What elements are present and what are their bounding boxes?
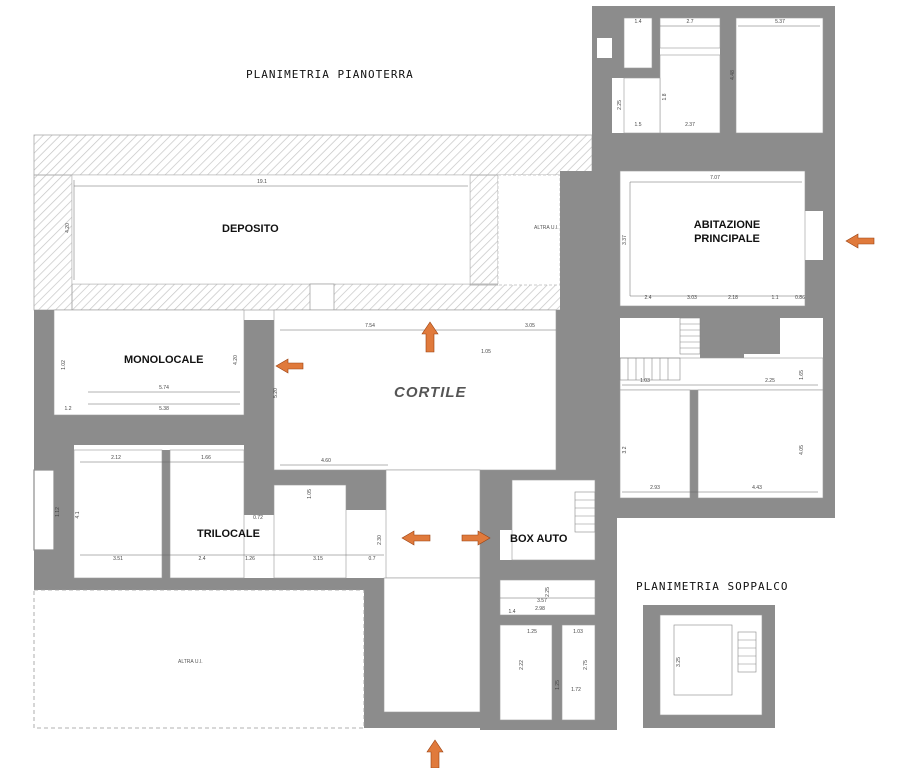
dim-label: 2.98 bbox=[535, 606, 545, 612]
dim-label: 5.38 bbox=[159, 406, 169, 412]
room-label-monolocale: MONOLOCALE bbox=[124, 354, 204, 366]
room-label-abitazione: ABITAZIONE PRINCIPALE bbox=[682, 218, 772, 246]
dim-label: 4.60 bbox=[321, 458, 331, 464]
room-label-cortile: CORTILE bbox=[394, 384, 467, 401]
dim-label: 3.03 bbox=[687, 295, 697, 301]
dim-label: 19.1 bbox=[257, 179, 267, 185]
rooms-fill bbox=[53, 17, 824, 721]
dim-label: 0.86 bbox=[795, 295, 805, 301]
room-label-trilocale: TRILOCALE bbox=[197, 528, 260, 540]
dim-label: 4.43 bbox=[752, 485, 762, 491]
soppalco-plan bbox=[643, 605, 775, 728]
entry-arrows bbox=[275, 233, 875, 768]
room-label-deposito: DEPOSITO bbox=[222, 223, 279, 235]
abitazione-line-2: PRINCIPALE bbox=[694, 233, 760, 245]
deposito-hatched-wall bbox=[33, 134, 593, 327]
dim-label: 0.7 bbox=[368, 556, 376, 562]
dim-label: 1.5 bbox=[634, 122, 642, 128]
dim-label: 4.05 bbox=[799, 445, 805, 455]
dim-label: 1.26 bbox=[245, 556, 255, 562]
dim-label: 2.30 bbox=[377, 535, 383, 545]
dim-label: 1.4 bbox=[508, 609, 516, 615]
dim-label: 3.05 bbox=[525, 323, 535, 329]
arrow-up-cortile bbox=[421, 321, 439, 353]
dim-label: 5.20 bbox=[273, 388, 279, 398]
dim-label: 2.12 bbox=[111, 455, 121, 461]
dim-label: 1.02 bbox=[61, 360, 67, 370]
dim-label: 2.25 bbox=[765, 378, 775, 384]
dim-label: 2.4 bbox=[644, 295, 652, 301]
dim-label: 1.25 bbox=[527, 629, 537, 635]
dim-label: 1.66 bbox=[201, 455, 211, 461]
dim-label: 4.1 bbox=[75, 511, 81, 519]
dim-label: 3.57 bbox=[537, 598, 547, 604]
stairs bbox=[574, 317, 701, 533]
dim-label: 1.05 bbox=[481, 349, 491, 355]
dim-label: 2.25 bbox=[617, 100, 623, 110]
room-label-altra-ui-bottom: ALTRA U.I. bbox=[178, 659, 203, 665]
dim-label: 2.75 bbox=[583, 660, 589, 670]
dim-label: 1.25 bbox=[555, 680, 561, 690]
dim-label: 0.72 bbox=[253, 515, 263, 521]
dim-label: 7.54 bbox=[365, 323, 375, 329]
dim-label: 2.25 bbox=[545, 587, 551, 597]
dim-label: 2.4 bbox=[198, 556, 206, 562]
dim-label: 2.7 bbox=[686, 19, 694, 25]
room-label-altra-ui: ALTRA U.I. bbox=[534, 225, 559, 231]
dimension-lines bbox=[73, 25, 820, 599]
dim-label: 2.37 bbox=[685, 122, 695, 128]
dim-label: 4.20 bbox=[65, 223, 71, 233]
dim-label: 1.05 bbox=[307, 489, 313, 499]
dim-label: 1.1 bbox=[771, 295, 779, 301]
dim-label: 3.2 bbox=[622, 446, 628, 454]
dim-label: 7.07 bbox=[710, 175, 720, 181]
dim-label: 3.15 bbox=[313, 556, 323, 562]
arrow-left-monolocale bbox=[275, 358, 304, 374]
dim-label: 1.8 bbox=[662, 93, 668, 101]
dim-label: 5.74 bbox=[159, 385, 169, 391]
arrow-up-entrance bbox=[426, 739, 444, 768]
dim-label: 1.65 bbox=[799, 370, 805, 380]
altra-ui-area bbox=[33, 589, 365, 729]
dim-label: 1.03 bbox=[640, 378, 650, 384]
mezzanine-title: PLANIMETRIA SOPPALCO bbox=[636, 580, 789, 593]
arrow-left-trilocale bbox=[401, 530, 431, 546]
room-label-box-auto: BOX AUTO bbox=[510, 533, 568, 545]
dim-label: 2.18 bbox=[728, 295, 738, 301]
dim-label: 1.12 bbox=[55, 507, 61, 517]
arrow-right-box bbox=[461, 530, 491, 546]
dim-label: 4.20 bbox=[233, 355, 239, 365]
dim-label: 3.25 bbox=[676, 657, 682, 667]
dim-label: 1.2 bbox=[64, 406, 72, 412]
dim-label: 2.93 bbox=[650, 485, 660, 491]
dim-label: 3.37 bbox=[622, 235, 628, 245]
abitazione-line-1: ABITAZIONE bbox=[693, 219, 761, 231]
dim-label: 3.51 bbox=[113, 556, 123, 562]
dim-label: 2.22 bbox=[519, 660, 525, 670]
dim-label: 5.37 bbox=[775, 19, 785, 25]
main-walls bbox=[33, 6, 835, 730]
arrow-left-abitazione bbox=[845, 233, 875, 249]
dim-label: 4.48 bbox=[730, 70, 736, 80]
dim-label: 1.4 bbox=[634, 19, 642, 25]
dim-label: 1.72 bbox=[571, 687, 581, 693]
dim-label: 1.03 bbox=[573, 629, 583, 635]
ground-floor-title: PLANIMETRIA PIANOTERRA bbox=[246, 68, 414, 81]
